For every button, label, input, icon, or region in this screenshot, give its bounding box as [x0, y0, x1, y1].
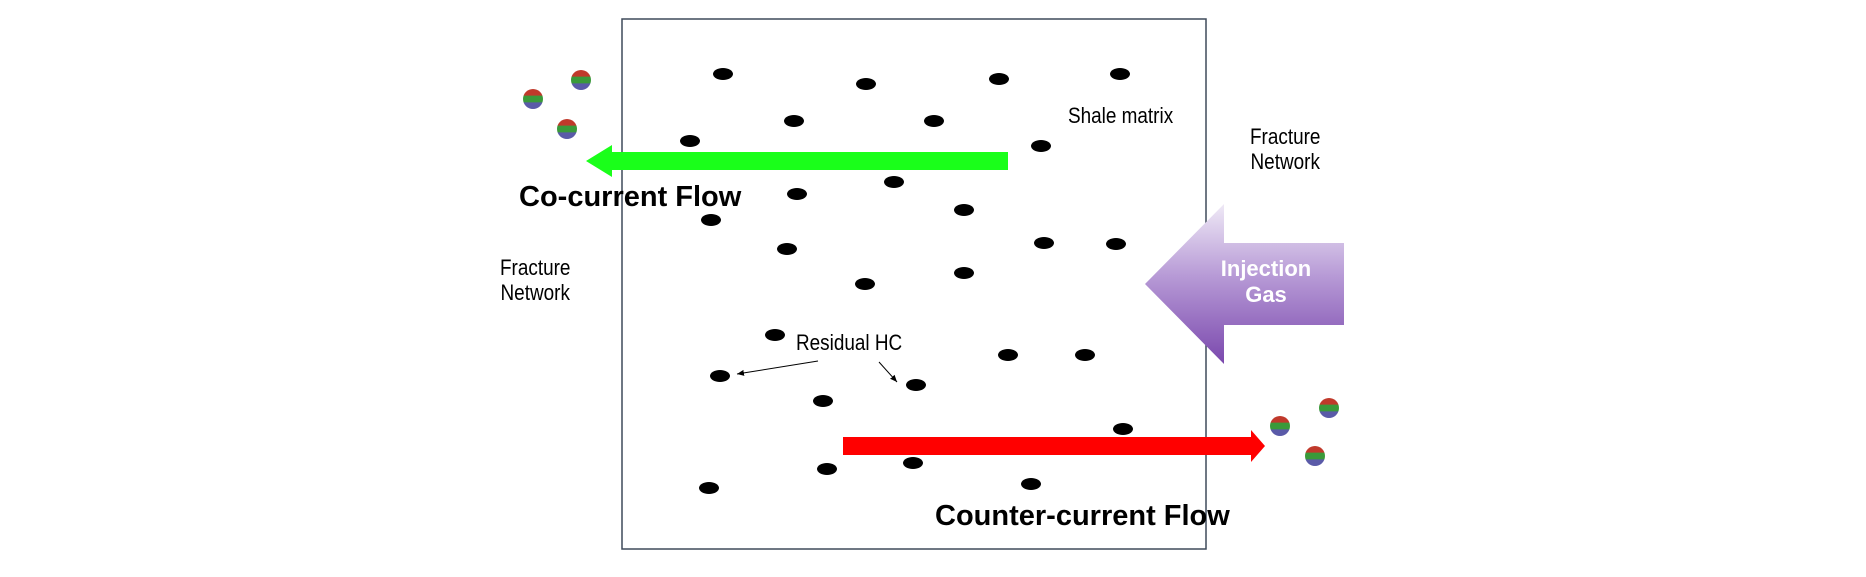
residual-hydrocarbon-droplet-icon: [1113, 423, 1133, 435]
residual-hydrocarbon-droplet-icon: [924, 115, 944, 127]
produced-hydrocarbon-particle-icon: [1319, 398, 1339, 418]
residual-hydrocarbon-droplet-icon: [710, 370, 730, 382]
residual-hydrocarbon-droplet-icon: [813, 395, 833, 407]
fracture-network-label-right: Fracture Network: [1250, 124, 1320, 175]
residual-hydrocarbon-droplet-icon: [699, 482, 719, 494]
injection-gas-arrow-icon: [1145, 204, 1344, 364]
residual-hydrocarbon-droplet-icon: [989, 73, 1009, 85]
residual-hydrocarbon-droplet-icon: [680, 135, 700, 147]
residual-hydrocarbon-droplet-icon: [856, 78, 876, 90]
residual-hydrocarbon-droplet-icon: [884, 176, 904, 188]
residual-hc-pointer-left: [736, 360, 819, 376]
residual-hydrocarbon-droplet-icon: [701, 214, 721, 226]
fracture-network-right-line-1: Fracture: [1250, 124, 1321, 149]
residual-hydrocarbon-droplet-icon: [1110, 68, 1130, 80]
residual-hydrocarbon-droplet-icon: [998, 349, 1018, 361]
fracture-network-right-line-2: Network: [1250, 149, 1320, 175]
produced-hydrocarbon-particle-icon: [571, 70, 591, 90]
residual-hydrocarbon-droplet-icon: [1075, 349, 1095, 361]
counter-current-flow-label: Counter-current Flow: [935, 500, 1230, 532]
counter-current-flow-arrow-icon: [843, 430, 1265, 462]
co-current-flow-label: Co-current Flow: [519, 181, 742, 213]
residual-hydrocarbon-droplet-icon: [855, 278, 875, 290]
injection-gas-line-2: Gas: [1245, 282, 1287, 307]
residual-hydrocarbon-droplet-icon: [954, 267, 974, 279]
fracture-network-left-line-2: Network: [500, 280, 570, 306]
residual-hydrocarbon-droplet-icon: [1034, 237, 1054, 249]
residual-hydrocarbon-droplet-icon: [954, 204, 974, 216]
produced-particles-right: [1270, 398, 1339, 466]
residual-hc-label: Residual HC: [796, 330, 903, 355]
produced-particles-left: [523, 70, 591, 139]
residual-hydrocarbon-droplet-icon: [765, 329, 785, 341]
residual-hydrocarbon-droplet-icon: [777, 243, 797, 255]
shale-matrix-label: Shale matrix: [1068, 103, 1174, 128]
residual-hc-droplets: [680, 68, 1133, 494]
shale-matrix-box: [621, 18, 1207, 550]
co-current-flow-arrow-icon: [586, 145, 1008, 177]
produced-hydrocarbon-particle-icon: [523, 89, 543, 109]
produced-hydrocarbon-particle-icon: [1270, 416, 1290, 436]
fracture-network-left-line-1: Fracture: [500, 255, 571, 280]
residual-hydrocarbon-droplet-icon: [1021, 478, 1041, 490]
residual-hydrocarbon-droplet-icon: [1031, 140, 1051, 152]
fracture-network-label-left: Fracture Network: [500, 255, 570, 306]
residual-hydrocarbon-droplet-icon: [903, 457, 923, 469]
produced-hydrocarbon-particle-icon: [1305, 446, 1325, 466]
residual-hydrocarbon-droplet-icon: [1106, 238, 1126, 250]
residual-hydrocarbon-droplet-icon: [713, 68, 733, 80]
injection-gas-line-1: Injection: [1220, 256, 1312, 281]
residual-hydrocarbon-droplet-icon: [817, 463, 837, 475]
residual-hydrocarbon-droplet-icon: [784, 115, 804, 127]
residual-hydrocarbon-droplet-icon: [787, 188, 807, 200]
injection-gas-label: Injection Gas: [1192, 256, 1340, 308]
residual-hc-pointer-right: [878, 361, 898, 383]
produced-hydrocarbon-particle-icon: [557, 119, 577, 139]
residual-hydrocarbon-droplet-icon: [906, 379, 926, 391]
